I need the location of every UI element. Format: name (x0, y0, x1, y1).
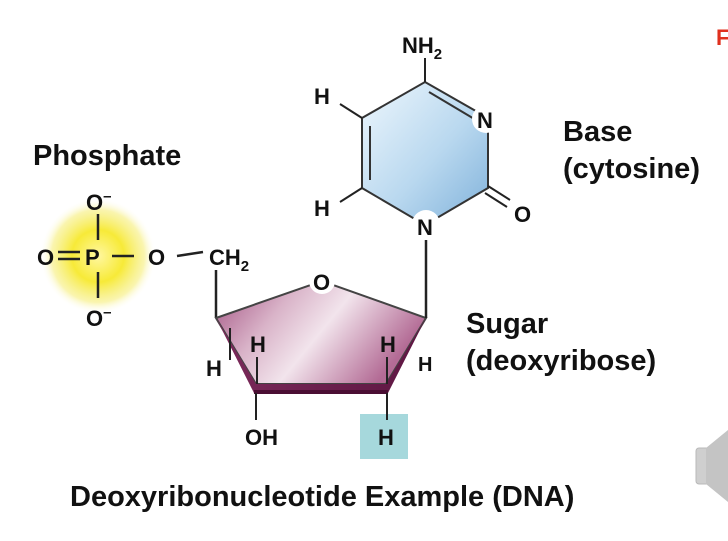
sugar-h-c2: H (380, 332, 396, 357)
phosphate-o-left: O (37, 245, 54, 270)
sugar-h-c3: H (250, 332, 266, 357)
sugar-h-c4: H (206, 356, 222, 381)
phosphate-o-bottom: O– (86, 304, 111, 331)
ring-n1: N (417, 215, 433, 240)
cytosine-ring (361, 80, 489, 227)
o-ch2-bond (176, 250, 204, 258)
base-label-line2: (cytosine) (563, 153, 700, 185)
carbonyl-oxygen: O (514, 202, 531, 227)
c6-h-bond (339, 187, 363, 203)
ring-n3-bg (472, 105, 500, 133)
c2-o-bond-1 (487, 185, 511, 201)
sugar-label-line1: Sugar (466, 308, 548, 340)
deoxyribose-ring (214, 279, 428, 394)
amino-group: NH2 (402, 33, 442, 63)
sugar-ring-oxygen-bg (309, 268, 335, 294)
ch2-group: CH2 (209, 245, 249, 275)
sugar-label-line2: (deoxyribose) (466, 345, 656, 377)
diagram-caption: Deoxyribonucleotide Example (DNA) (70, 481, 574, 513)
phosphate-glow (40, 198, 156, 314)
ring-n3: N (477, 108, 493, 133)
phosphate-o-bridge: O (148, 245, 165, 270)
ring-h-c6: H (314, 196, 330, 221)
phosphorus-atom: P (85, 245, 100, 270)
c5-h-bond (339, 103, 363, 119)
ring-h-c5: H (314, 84, 330, 109)
c2-o-bond-2 (484, 192, 508, 208)
corner-mark: F (716, 25, 728, 50)
sugar-h-c1: H (418, 354, 432, 376)
speaker-icon[interactable] (695, 430, 728, 502)
deoxy-highlight-box (360, 414, 408, 459)
sugar-h-deoxy: H (378, 425, 394, 450)
base-label-line1: Base (563, 116, 632, 148)
phosphate-o-top: O– (86, 188, 111, 215)
sugar-oh: OH (245, 425, 278, 450)
ring-n1-bg (412, 210, 440, 238)
phosphate-label: Phosphate (33, 140, 181, 172)
sugar-ring-oxygen: O (313, 270, 330, 295)
